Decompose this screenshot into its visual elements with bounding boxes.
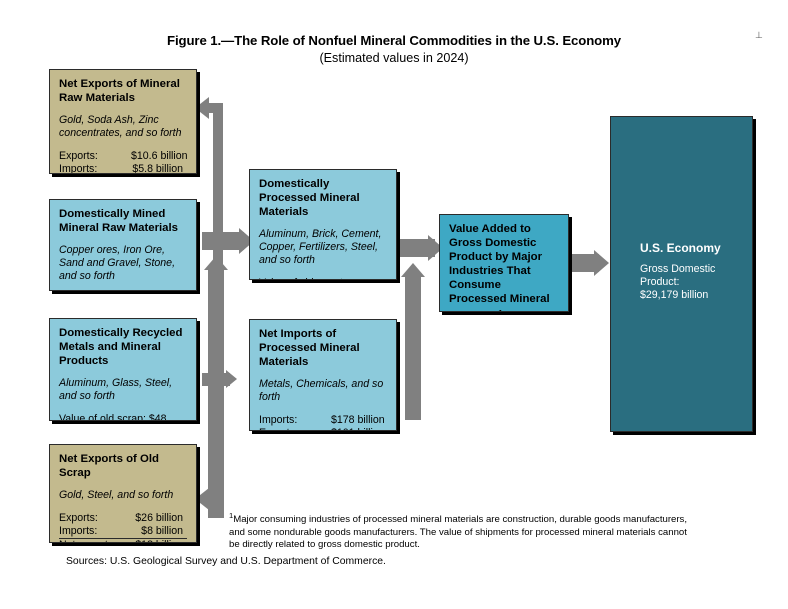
box-description: Aluminum, Brick, Cement, Copper, Fertili… (259, 228, 382, 266)
footnote-marker: 1 (229, 511, 234, 520)
box-value: Value of shipments: $900 billion (259, 277, 387, 279)
arrowhead-up-into-processed (204, 256, 228, 270)
box-title: Net Exports of Old Scrap (59, 453, 159, 479)
connector-value-added-to-economy (569, 254, 599, 272)
ledger-value: $18 billion (131, 539, 187, 542)
ledger-label: Net exports: (59, 539, 131, 542)
arrowhead-recycled-to-trunk (226, 370, 237, 388)
ledger-value: $26 billion (135, 512, 183, 524)
box-title: U.S. Economy (640, 241, 721, 255)
ledger-label: Imports: (59, 525, 98, 537)
box-us-economy: U.S. Economy Gross Domestic Product: $29… (610, 116, 753, 432)
box-title: Value Added to Gross Domestic Product by… (449, 222, 559, 311)
ledger-label: Exports: (59, 150, 98, 162)
box-value-added-gdp: Value Added to Gross Domestic Product by… (439, 214, 569, 312)
arrowhead-value-added-to-economy (594, 250, 609, 276)
ledger-row: Imports: $5.8 billion (59, 163, 187, 174)
box-description: Gold, Soda Ash, Zinc concentrates, and s… (59, 114, 182, 139)
arrowhead-net-imports-up (401, 263, 425, 277)
ledger: Exports: $26 billion Imports: $8 billion… (59, 512, 187, 542)
box-description: Gold, Steel, and so forth (59, 489, 174, 501)
ledger-row: Net exports: $18 billion (59, 539, 187, 542)
ledger-value: $10.6 billion (131, 150, 188, 162)
box-value: Value of old scrap: $48 billion (59, 413, 167, 421)
footnote: 1Major consuming industries of processed… (229, 510, 691, 552)
ledger-value: $5.8 billion (132, 163, 183, 174)
ledger-row: Exports: $10.6 billion (59, 150, 188, 163)
box-title: Domestically Recycled Metals and Mineral… (59, 327, 183, 367)
ledger-label: Exports: (259, 427, 331, 430)
ledger-row: Exports: $26 billion (59, 512, 187, 525)
box-value: Gross Domestic Product: $29,179 billion (640, 263, 716, 301)
ledger-label: Imports: (259, 414, 298, 426)
box-description: Metals, Chemicals, and so forth (259, 378, 384, 403)
arrowhead-to-net-exports-scrap (195, 488, 209, 510)
figure-subtitle: (Estimated values in 2024) (319, 51, 469, 65)
ledger-value: $8 billion (141, 525, 183, 537)
ledger: Exports: $10.6 billion Imports: $5.8 bil… (59, 150, 188, 174)
corner-mark-icon: ⊥ (755, 30, 763, 40)
box-net-exports-raw-materials: Net Exports of Mineral Raw Materials Gol… (49, 69, 197, 174)
box-domestically-recycled: Domestically Recycled Metals and Mineral… (49, 318, 197, 421)
ledger-row: Imports: $8 billion (59, 525, 187, 539)
connector-mined-to-processed (202, 232, 244, 250)
box-title: Domestically Mined Mineral Raw Materials (59, 208, 179, 234)
connector-net-imports-up (405, 275, 421, 420)
ledger-row: Exports: $101 billion (259, 427, 389, 430)
box-description: Copper ores, Iron Ore, Sand and Gravel, … (59, 244, 176, 282)
ledger: Imports: $178 billion Exports: $101 bill… (259, 414, 389, 430)
arrowhead-to-net-exports-raw (195, 97, 209, 119)
box-description: Aluminum, Glass, Steel, and so forth (59, 377, 173, 402)
figure-title: Figure 1.—The Role of Nonfuel Mineral Co… (167, 33, 621, 48)
ledger-value: $101 billion (331, 427, 389, 430)
box-domestically-processed: Domestically Processed Mineral Materials… (249, 169, 397, 280)
ledger-label: Exports: (59, 512, 98, 524)
connector-recycled-to-trunk (202, 373, 230, 386)
box-title: Domestically Processed Mineral Materials (259, 178, 360, 218)
sources-line: Sources: U.S. Geological Survey and U.S.… (66, 556, 386, 567)
ledger-row: Imports: $178 billion (259, 414, 387, 427)
connector-up-into-processed (208, 268, 224, 518)
box-domestically-mined: Domestically Mined Mineral Raw Materials… (49, 199, 197, 291)
box-title: Net Exports of Mineral Raw Materials (59, 78, 180, 104)
box-net-exports-old-scrap: Net Exports of Old Scrap Gold, Steel, an… (49, 444, 197, 543)
connector-processed-to-value-added (399, 239, 435, 257)
footnote-marker: 1 (498, 308, 502, 311)
connector-top-horizontal (209, 103, 223, 113)
ledger-label: Imports: (59, 163, 98, 174)
footnote-text: Major consuming industries of processed … (229, 514, 688, 551)
box-title: Net Imports of Processed Mineral Materia… (259, 328, 360, 368)
box-net-imports-processed: Net Imports of Processed Mineral Materia… (249, 319, 397, 431)
ledger-value: $178 billion (331, 414, 385, 426)
box-title-text: Value Added to Gross Domestic Product by… (449, 223, 550, 311)
